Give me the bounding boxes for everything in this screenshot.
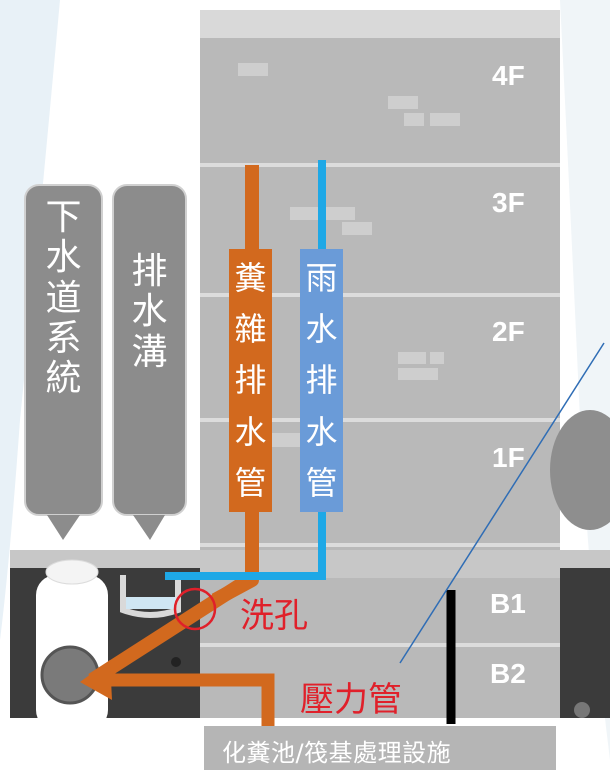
ditch-water (126, 597, 176, 609)
sewage-char: 水 (234, 412, 267, 451)
rain-char: 雨 (305, 259, 338, 297)
rain-char: 排 (305, 361, 338, 400)
underground-bolt-2 (171, 657, 181, 667)
bush (550, 410, 610, 530)
floor-label-2f: 2F (492, 316, 525, 347)
wall-bricks (238, 63, 460, 469)
drain-ditch-label: 排 水 溝 (113, 251, 186, 373)
sewer-char: 統 (45, 358, 82, 400)
water-background-left (0, 0, 60, 640)
sewage-char: 糞 (234, 259, 267, 297)
cleanout-circle (173, 587, 217, 631)
rain-pipe-label: 雨 水 排 水 管 (300, 253, 343, 509)
pressure-pipe-label: 壓力管 (300, 680, 402, 720)
sewage-char: 雜 (234, 310, 267, 349)
leader-line (399, 342, 605, 664)
ditch-char: 水 (131, 291, 168, 333)
floor-label-1f: 1F (492, 442, 525, 473)
floor-label-4f: 4F (492, 60, 525, 91)
underground-bolt (574, 702, 590, 718)
ditch-char: 溝 (131, 331, 168, 373)
rain-char: 管 (305, 463, 338, 502)
sewer-system-label: 下 水 道 系 統 (25, 197, 102, 400)
sewer-char: 下 (45, 197, 82, 238)
building-roof (200, 10, 560, 38)
sewage-char: 排 (234, 361, 267, 400)
rain-char: 水 (305, 310, 338, 349)
sewage-drain-diagonal (88, 574, 252, 686)
sewer-char: 道 (45, 277, 82, 319)
septic-facility-label: 化糞池/筏基處理設施 (222, 739, 452, 767)
sewer-char: 水 (45, 237, 82, 279)
floor-label-b1: B1 (490, 588, 526, 619)
ditch-char: 排 (131, 251, 168, 292)
sewage-label-bg (229, 249, 272, 512)
sewage-pipe-label: 糞 雜 排 水 管 (229, 253, 272, 509)
floor-label-b2: B2 (490, 658, 526, 689)
ditch-bubble-tail (133, 515, 165, 540)
rain-char: 水 (305, 412, 338, 451)
underground-right (560, 568, 610, 718)
cleanout-label: 洗孔 (240, 596, 308, 636)
sewer-bubble-tail (47, 515, 80, 540)
rain-label-bg (300, 249, 343, 512)
floor-label-3f: 3F (492, 187, 525, 218)
manhole-top (45, 559, 99, 585)
sewer-char: 系 (45, 317, 82, 359)
sewage-arrowhead (80, 660, 112, 700)
ditch-channel (120, 575, 181, 618)
base-label-bar (204, 726, 556, 770)
sewage-char: 管 (234, 463, 267, 502)
floor-dividers (200, 163, 560, 647)
